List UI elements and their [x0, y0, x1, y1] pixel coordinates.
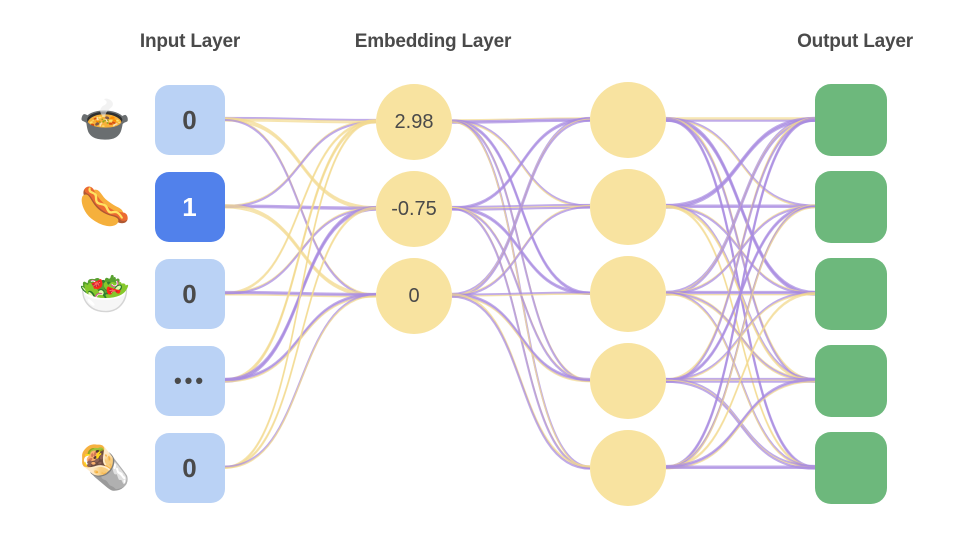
- embedding-layer-title: Embedding Layer: [354, 31, 512, 52]
- embedding-node-2[interactable]: 0: [376, 258, 452, 334]
- input-node-4[interactable]: 0: [155, 433, 225, 503]
- bowl-of-stew-icon: 🍲: [78, 96, 132, 143]
- output-node-0[interactable]: [815, 84, 887, 156]
- hidden-node-1[interactable]: [590, 169, 666, 245]
- hidden-node-3[interactable]: [590, 343, 666, 419]
- hidden-node-2[interactable]: [590, 256, 666, 332]
- output-layer-title: Output Layer: [797, 31, 913, 52]
- input-node-2[interactable]: 0: [155, 259, 225, 329]
- output-node-2[interactable]: [815, 258, 887, 330]
- output-node-4[interactable]: [815, 432, 887, 504]
- hidden-node-4[interactable]: [590, 430, 666, 506]
- hot-dog-icon: 🌭: [78, 183, 132, 230]
- output-node-3[interactable]: [815, 345, 887, 417]
- burrito-icon: 🌯: [78, 444, 132, 491]
- embedding-node-0[interactable]: 2.98: [376, 84, 452, 160]
- input-node-0[interactable]: 0: [155, 85, 225, 155]
- input-layer-title: Input Layer: [139, 31, 241, 52]
- output-node-1[interactable]: [815, 171, 887, 243]
- embedding-node-1[interactable]: -0.75: [376, 171, 452, 247]
- hidden-node-0[interactable]: [590, 82, 666, 158]
- input-node-3[interactable]: •••: [155, 346, 225, 416]
- input-node-1[interactable]: 1: [155, 172, 225, 242]
- green-salad-icon: 🥗: [78, 270, 132, 317]
